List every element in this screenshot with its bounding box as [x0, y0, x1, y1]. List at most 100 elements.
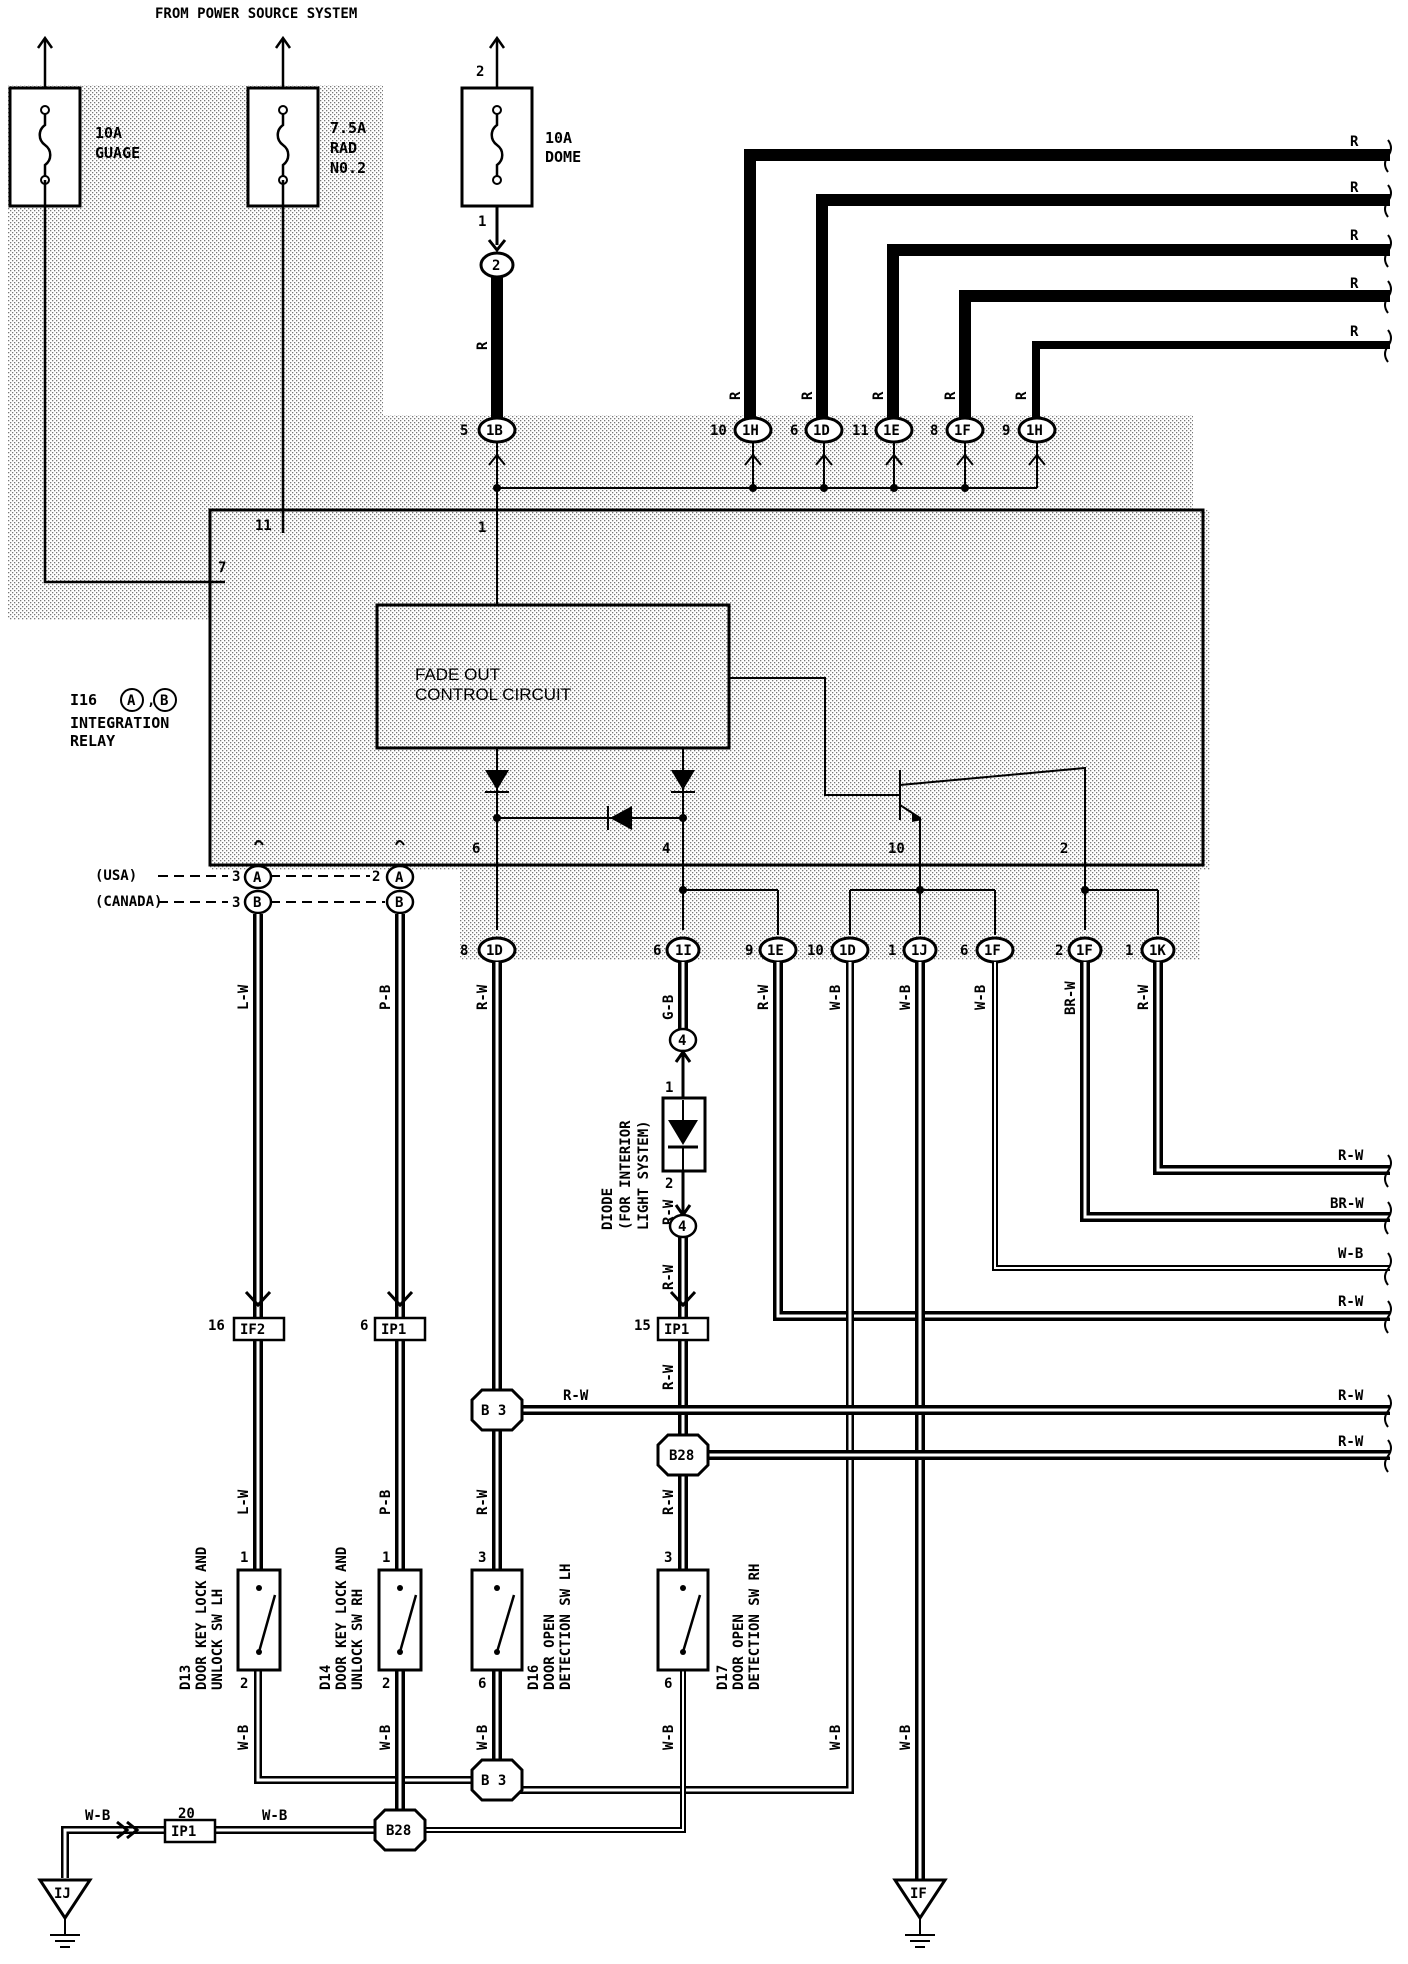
conn-b: B	[253, 895, 261, 911]
switches: 1 2 D13 DOOR KEY LOCK AND UNLOCK SW LH 1…	[178, 1547, 763, 1692]
wire-rw-h: R-W	[1338, 1388, 1364, 1404]
wire-labels: L-W P-B R-W G-B R-W W-B W-B W-B BR-W R-W…	[85, 981, 1364, 1824]
ground-if-icon: IF	[892, 1878, 948, 1948]
lower-wires	[61, 914, 1390, 1880]
splice-b28: B28	[669, 1448, 694, 1464]
wire-r-3: R	[1350, 228, 1359, 244]
fuse-rad-name: RAD	[330, 139, 357, 157]
conn-a: A	[253, 870, 262, 886]
circuit-label-2: CONTROL CIRCUIT	[415, 685, 571, 704]
conn-pin: 2	[1055, 943, 1063, 959]
conn-code: 1D	[839, 943, 856, 959]
wire-break-marks	[1384, 139, 1392, 363]
switch-id: D16	[526, 1665, 542, 1690]
junction-connectors: 16 IF2 6 IP1 15 IP1 20 IP1	[163, 1316, 710, 1844]
wire-r-2: R	[1350, 180, 1359, 196]
ip1b-code: IP1	[664, 1322, 689, 1338]
wire-wb: W-B	[828, 1725, 844, 1750]
conn-pin: 1	[888, 943, 896, 959]
transistor-arrow-icon	[912, 812, 922, 822]
switch-pin: 1	[382, 1550, 390, 1566]
conn-code: 1F	[1076, 943, 1093, 959]
switch-d16: 3 6 D16 DOOR OPEN DETECTION SW LH	[470, 1550, 574, 1692]
pin-b-can-1: 3	[232, 895, 240, 911]
integration-relay-box	[208, 508, 1205, 867]
ip1c-pin: 20	[178, 1806, 195, 1822]
dome-conn-2: 2	[492, 258, 500, 274]
conn-code: 1J	[911, 943, 928, 959]
ip1b-pin: 15	[634, 1318, 651, 1334]
wire-r-v3: R	[871, 391, 887, 400]
fuse-dome-rating: 10A	[545, 129, 572, 147]
variant-usa: (USA)	[95, 868, 137, 884]
wire-wb: W-B	[828, 985, 844, 1010]
switch-label2: UNLOCK SW LH	[210, 1589, 226, 1690]
switch-pin: 3	[664, 1550, 672, 1566]
top-conn-1f: 8 1F	[930, 416, 985, 444]
relay-pin-11: 11	[255, 518, 272, 534]
wire-color-r: R	[475, 341, 491, 350]
conn-a: A	[395, 870, 404, 886]
wire-brw: BR-W	[1063, 981, 1079, 1015]
bus-dots	[493, 484, 969, 492]
diode-title-2: (FOR INTERIOR	[618, 1120, 634, 1230]
relay-ab-connectors: A B A B	[243, 864, 415, 915]
relay-pin-4: 4	[662, 841, 670, 857]
wire-rw: R-W	[1136, 984, 1152, 1010]
relay-conn-a: A	[127, 693, 136, 709]
bottom-conn: 2 1F	[1055, 936, 1103, 964]
pin-a-usa-2: 2	[372, 869, 380, 885]
relay-pin-6: 6	[472, 841, 480, 857]
variant-dashes	[158, 875, 385, 903]
relay-name2: RELAY	[70, 732, 115, 750]
pin-a-usa-1: 3	[232, 869, 240, 885]
splice-b28-lower: B28	[386, 1823, 411, 1839]
fuse-rad-name2: N0.2	[330, 159, 366, 177]
wire-wb: W-B	[378, 1725, 394, 1750]
switch-d14: 1 2 D14 DOOR KEY LOCK AND UNLOCK SW RH	[318, 1547, 423, 1692]
switch-label1: DOOR OPEN	[731, 1614, 747, 1690]
switch-d17: 3 6 D17 DOOR OPEN DETECTION SW RH	[656, 1550, 763, 1692]
interior-light-diode: 4 1 2 4 DIODE (FOR INTERIOR LIGHT SYSTEM…	[600, 1027, 707, 1239]
switch-label1: DOOR KEY LOCK AND	[334, 1547, 350, 1690]
wire-r-v4: R	[943, 391, 959, 400]
switch-pin: 6	[664, 1676, 672, 1692]
switch-pin: 1	[240, 1550, 248, 1566]
wire-wb: W-B	[898, 985, 914, 1010]
conn-pin: 1	[1125, 943, 1133, 959]
circuit-label-1: FADE OUT	[415, 665, 500, 684]
top-conn-1h-b: 9 1H	[1002, 416, 1057, 444]
conn-pin: 6	[653, 943, 661, 959]
conn-code: 1E	[767, 943, 784, 959]
wire-pb: P-B	[378, 1490, 394, 1515]
ip1a-code: IP1	[381, 1322, 406, 1338]
top-r-wires	[744, 149, 1390, 418]
wire-lw: L-W	[236, 1489, 252, 1515]
splice-points: B 3 B28 B 3 B28	[373, 1388, 710, 1852]
switch-label1: DOOR OPEN	[542, 1614, 558, 1690]
diode-title-1: DIODE	[600, 1188, 616, 1230]
top-conn-pin: 8	[930, 423, 938, 439]
wire-rw-h: R-W	[1338, 1294, 1364, 1310]
top-conn-code: 1H	[1026, 423, 1043, 439]
fuse-dome-pin-out: 1	[478, 214, 486, 230]
top-conn-code: 1E	[883, 423, 900, 439]
wire-r-v1: R	[728, 391, 744, 400]
conn-pin: 8	[460, 943, 468, 959]
wire-rw: R-W	[661, 1364, 677, 1390]
fuse-dome-pin-in: 2	[476, 64, 484, 80]
conn-code: 1F	[984, 943, 1001, 959]
top-bus	[488, 442, 1046, 615]
page-title: FROM POWER SOURCE SYSTEM	[155, 6, 357, 22]
ground-ij-icon: IJ	[37, 1878, 93, 1948]
conn-code: 1K	[1149, 943, 1166, 959]
wire-break-marks-lower	[1384, 1154, 1392, 1473]
relay-pin-1: 1	[478, 520, 486, 536]
wire-r-v5: R	[1014, 391, 1030, 400]
ground-ij-label: IJ	[54, 1886, 71, 1902]
ip1c-code: IP1	[171, 1824, 196, 1840]
diode-icon	[671, 770, 695, 790]
